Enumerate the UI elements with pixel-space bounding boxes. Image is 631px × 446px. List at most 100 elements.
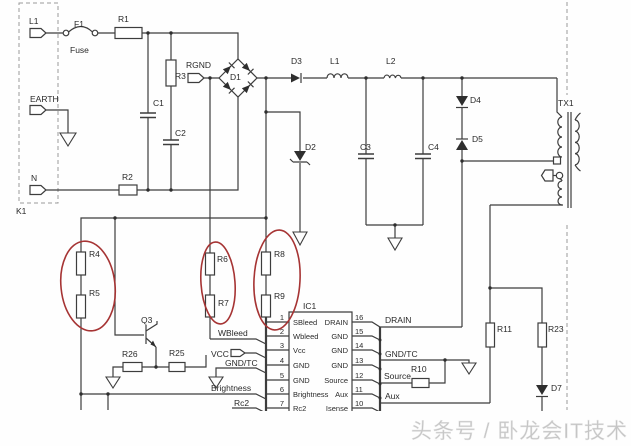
label-d7: D7 (551, 383, 562, 393)
ic-pin-name-wbleed: Wbleed (293, 332, 318, 341)
ground-symbols (59, 132, 478, 390)
label-r23: R23 (548, 324, 564, 334)
diode-d3 (291, 73, 302, 83)
ic1-body (288, 311, 353, 411)
resistor-r1 (114, 26, 143, 40)
label-d5: D5 (472, 134, 483, 144)
label-l1-port: L1 (29, 16, 39, 26)
ic-pin-name-source: Source (324, 376, 348, 385)
label-net-source: Source (384, 371, 411, 381)
label-r1: R1 (118, 14, 129, 24)
ic-pin-name-drain: DRAIN (325, 318, 348, 327)
fuse-f1 (62, 25, 99, 37)
ic-pin-name-gnd15: GND (331, 332, 348, 341)
resistor-r6 (204, 252, 216, 276)
highlight-r4-r5 (59, 240, 117, 332)
label-d1: D1 (230, 72, 241, 82)
ic-pin-name-sbleed: SBleed (293, 318, 317, 327)
label-r25: R25 (169, 348, 185, 358)
label-r26: R26 (122, 349, 138, 359)
label-net-aux: Aux (385, 391, 400, 401)
label-r3: R3 (175, 71, 186, 81)
ic-pin-number-7: 7 (280, 399, 284, 408)
label-fuse: Fuse (70, 45, 89, 55)
label-r8: R8 (274, 249, 285, 259)
ic-pin-name-gnd4: GND (293, 361, 310, 370)
capacitor-c3 (358, 153, 374, 160)
diodes (289, 73, 548, 398)
label-n: N (31, 173, 37, 183)
ic-pin-number-12: 12 (355, 371, 363, 380)
label-rgnd: RGND (186, 60, 211, 70)
highlight-r8-r9 (253, 229, 301, 331)
resistors (75, 26, 548, 389)
ic-pin-number-1: 1 (280, 313, 284, 322)
label-c2: C2 (175, 128, 186, 138)
ic-pin-name-gnd13: GND (331, 361, 348, 370)
label-net-gndtc-left: GND/TC (225, 358, 258, 368)
resistor-r2 (118, 184, 138, 196)
label-r4: R4 (89, 249, 100, 259)
tx1-aux-terminal (555, 171, 564, 180)
ic-pin-name-gnd5: GND (293, 376, 310, 385)
resistor-r25 (168, 361, 186, 373)
label-r11: R11 (497, 324, 512, 334)
capacitors (140, 112, 431, 160)
watermark-text: 头条号 / 卧龙会IT技术 (411, 420, 628, 443)
resistor-r7 (204, 294, 216, 318)
transformer-tx1 (552, 112, 581, 208)
junction-dots (79, 31, 492, 400)
label-d4: D4 (470, 95, 481, 105)
label-ic1: IC1 (303, 301, 317, 311)
gndtc-right-ground (460, 362, 478, 376)
bridge-rectifier-d1 (218, 58, 258, 98)
label-net-brightness: Brightness (211, 383, 251, 393)
port-earth (29, 104, 47, 116)
d2-ground (292, 231, 308, 247)
earth-ground (59, 132, 77, 148)
ic-pin-number-4: 4 (280, 356, 284, 365)
ic-pin-name-aux: Aux (335, 390, 348, 399)
inductor-l1 (326, 73, 349, 79)
ic-pin-name-vcc: Vcc (293, 346, 306, 355)
resistor-r26 (122, 361, 143, 373)
ic-pin-name-rc2: Rc2 (293, 404, 306, 413)
ic-pin-number-3: 3 (280, 341, 284, 350)
resistor-r23 (537, 322, 548, 348)
resistor-r5 (75, 294, 87, 319)
port-n (29, 184, 47, 196)
gndtc-left-ground (207, 376, 225, 390)
port-rgnd (187, 72, 205, 84)
r26-ground (104, 376, 122, 390)
port-vcc (230, 348, 247, 358)
label-net-rc2: Rc2 (234, 398, 249, 408)
label-earth: EARTH (30, 94, 59, 104)
ic-pin-number-16: 16 (355, 313, 363, 322)
label-c4: C4 (428, 142, 439, 152)
capacitor-c1 (140, 112, 156, 119)
capacitor-c2 (163, 139, 179, 146)
inductor-l2 (383, 74, 402, 79)
diode-d7 (536, 385, 548, 398)
label-l1-inductor: L1 (330, 56, 340, 66)
label-d3: D3 (291, 56, 302, 66)
label-r6: R6 (217, 254, 228, 264)
ic-pin-number-11: 11 (355, 385, 363, 394)
label-k1: K1 (16, 206, 27, 216)
inductors (326, 73, 402, 79)
label-tx1: TX1 (558, 98, 574, 108)
ports (29, 27, 554, 358)
ic-pin-name-brightness: Brightness (293, 390, 329, 399)
labels: L1 EARTH N K1 F1 Fuse R1 R2 R3 RGND C1 C… (16, 14, 574, 408)
resistor-r3 (165, 59, 177, 87)
label-l2-inductor: L2 (386, 56, 396, 66)
label-c1: C1 (153, 98, 164, 108)
c3c4-ground (387, 237, 403, 252)
resistor-r11 (485, 322, 496, 348)
ic-pin-number-15: 15 (355, 327, 363, 336)
ic-pins: 1 2 3 4 5 6 7 SBleed Wbleed Vcc GND GND … (280, 313, 364, 413)
label-r7: R7 (218, 298, 229, 308)
label-d2: D2 (305, 142, 316, 152)
